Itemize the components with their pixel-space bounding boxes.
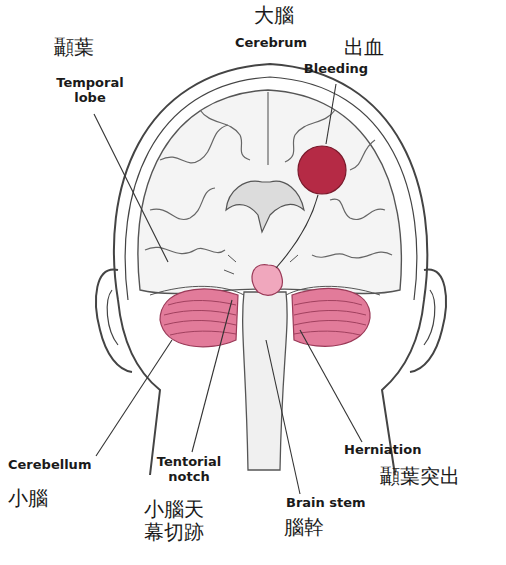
leader-line	[94, 114, 168, 262]
cerebrum	[138, 90, 401, 294]
part-label: Temporal lobe	[52, 76, 128, 106]
gyrus	[160, 125, 228, 163]
chinese-label: 顳葉突出	[380, 465, 490, 488]
chinese-label: 顳葉	[54, 36, 104, 59]
cerebellum-left	[160, 289, 238, 347]
tentorium	[150, 255, 380, 295]
gyrus	[330, 199, 385, 219]
leader-line	[326, 84, 336, 144]
leader-line	[266, 340, 300, 494]
gyrus	[150, 188, 215, 220]
brain-stem-shape	[243, 292, 287, 470]
skull-outer	[114, 64, 427, 300]
gyri	[145, 92, 392, 258]
leader-lines	[94, 84, 362, 494]
leader-line	[192, 300, 232, 452]
bleeding-circle	[298, 146, 346, 194]
neck-left	[118, 300, 160, 475]
ear-right-inner	[424, 290, 435, 345]
ear-left	[96, 270, 132, 372]
skull	[96, 64, 446, 475]
chinese-label: 出血	[344, 36, 394, 59]
part-label: Bleeding	[298, 62, 374, 77]
gyrus	[145, 247, 225, 253]
ventricle	[226, 181, 304, 232]
gyrus	[200, 110, 250, 160]
part-label: Brain stem	[286, 496, 390, 511]
chinese-label: 小腦	[8, 487, 58, 510]
gyrus	[312, 252, 392, 258]
part-label: Tentorial notch	[146, 455, 232, 485]
skull-inner	[125, 77, 417, 300]
chinese-label: 大腦	[254, 4, 304, 27]
chinese-label: 腦幹	[284, 516, 334, 539]
part-label: Herniation	[344, 443, 448, 458]
ear-right	[410, 270, 446, 372]
brain-stem	[243, 292, 287, 470]
ear-left-inner	[107, 290, 118, 345]
fissure	[267, 92, 268, 165]
cerebrum-outline	[138, 90, 401, 294]
leader-line	[276, 195, 318, 268]
ventricles	[226, 181, 304, 232]
part-label: Cerebrum	[226, 36, 316, 51]
chinese-label: 小腦天幕切跡	[144, 498, 210, 544]
leader-line	[300, 330, 362, 442]
herniation-shape	[252, 265, 282, 295]
gyrus	[350, 140, 375, 170]
part-label: Cerebellum	[8, 458, 118, 473]
leader-line	[96, 340, 172, 456]
